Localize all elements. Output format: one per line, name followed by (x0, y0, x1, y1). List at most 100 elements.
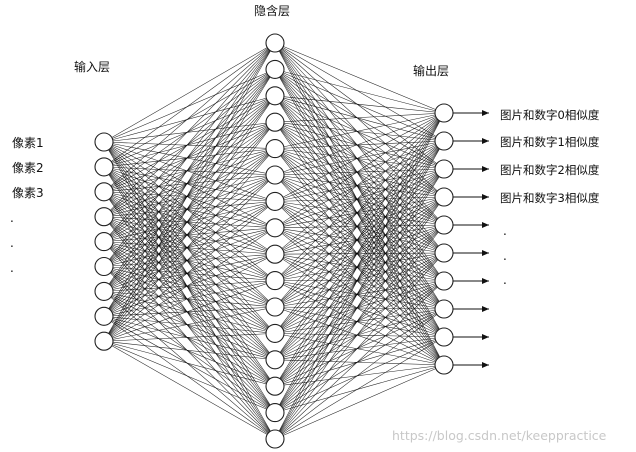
input-hidden-connection (103, 42, 276, 217)
input-hidden-connection (103, 42, 276, 342)
hidden-output-connection (274, 42, 445, 114)
hidden-output-connection (274, 121, 445, 198)
input-hidden-connection (103, 95, 276, 242)
hidden-output-connection (274, 196, 445, 308)
input-hidden-connection (103, 166, 276, 440)
input-hidden-connection (103, 216, 276, 387)
input-hidden-connection (103, 266, 276, 413)
connections (103, 42, 445, 440)
hidden-output-connection (274, 168, 445, 202)
hidden-output-connection (274, 280, 445, 413)
input-hidden-connection (103, 148, 276, 267)
hidden-output-connection (274, 148, 445, 170)
hidden-node (265, 350, 285, 370)
hidden-output-connection (274, 253, 445, 310)
input-node (94, 281, 114, 301)
input-hidden-connection (103, 241, 276, 387)
hidden-output-connection (274, 95, 445, 254)
hidden-node (265, 323, 285, 343)
hidden-layer-label: 隐含层 (254, 3, 290, 18)
hidden-output-connection (274, 201, 445, 366)
hidden-output-connection (274, 252, 445, 387)
hidden-output-connection (274, 42, 445, 282)
hidden-output-connection (274, 148, 445, 366)
hidden-node (265, 33, 285, 53)
hidden-output-connection (274, 121, 445, 226)
input-hidden-connection (103, 191, 276, 440)
output-layer-label: 输出层 (413, 63, 449, 78)
input-hidden-connection (103, 95, 276, 317)
hidden-output-connection (274, 174, 445, 282)
input-hidden-connection (103, 291, 276, 361)
hidden-output-connection (274, 280, 445, 338)
input-hidden-connection (103, 148, 276, 217)
hidden-output-connection (274, 174, 445, 226)
input-hidden-connection (103, 141, 276, 255)
input-hidden-connection (103, 141, 276, 387)
input-node (94, 132, 114, 152)
hidden-output-connection (274, 196, 445, 413)
hidden-output-connection (274, 336, 445, 440)
input-hidden-connection (103, 141, 276, 176)
hidden-output-connection (274, 196, 445, 440)
input-hidden-connection (103, 340, 276, 361)
input-hidden-connection (103, 291, 276, 413)
input-layer-label: 输入层 (74, 59, 110, 74)
hidden-output-connection (274, 112, 445, 176)
hidden-output-connection (274, 140, 445, 334)
hidden-output-connection (274, 333, 445, 366)
hidden-output-connection (274, 168, 445, 387)
hidden-output-connection (274, 227, 445, 282)
input-hidden-connection (103, 166, 276, 334)
output-label-digit-1: 图片和数字1相似度 (500, 135, 600, 149)
input-hidden-connection (103, 316, 276, 440)
hidden-output-connection (274, 201, 445, 282)
input-hidden-connection (103, 191, 276, 229)
hidden-output-connection (274, 196, 445, 202)
output-node (434, 103, 454, 123)
hidden-output-connection (274, 140, 445, 202)
hidden-output-connection (274, 112, 445, 308)
hidden-output-connection (274, 69, 445, 310)
hidden-output-connection (274, 224, 445, 413)
input-hidden-connection (103, 201, 276, 242)
watermark: https://blog.csdn.net/keeppractice (392, 428, 607, 443)
input-hidden-connection (103, 280, 276, 342)
hidden-node (265, 139, 285, 159)
input-hidden-connection (103, 191, 276, 387)
hidden-output-connection (274, 306, 445, 366)
input-hidden-connection (103, 166, 276, 387)
input-hidden-connection (103, 121, 276, 168)
hidden-output-connection (274, 336, 445, 413)
hidden-node (265, 191, 285, 211)
input-hidden-connection (103, 201, 276, 267)
input-hidden-connection (103, 42, 276, 242)
hidden-output-connection (274, 121, 445, 282)
input-node (94, 232, 114, 252)
output-node (434, 159, 454, 179)
hidden-output-connection (274, 280, 445, 361)
input-hidden-connection (103, 201, 276, 292)
hidden-output-connection (274, 95, 445, 226)
input-hidden-connection (103, 191, 276, 334)
hidden-output-connection (274, 112, 445, 202)
output-node (434, 243, 454, 263)
hidden-output-connection (274, 148, 445, 310)
input-hidden-connection (103, 291, 276, 334)
input-hidden-connection (103, 141, 276, 360)
input-hidden-connection (103, 253, 276, 292)
input-hidden-connection (103, 191, 276, 255)
input-hidden-connection (103, 166, 276, 229)
hidden-output-connection (274, 69, 445, 338)
hidden-output-connection (274, 168, 445, 440)
hidden-output-connection (274, 280, 445, 310)
input-ellipsis-3: . (10, 261, 14, 275)
output-node (434, 299, 454, 319)
output-node (434, 187, 454, 207)
input-hidden-connection (103, 201, 276, 342)
hidden-output-connection (274, 174, 445, 310)
output-node (434, 271, 454, 291)
input-hidden-connection (103, 148, 276, 193)
hidden-output-connection (274, 168, 445, 360)
